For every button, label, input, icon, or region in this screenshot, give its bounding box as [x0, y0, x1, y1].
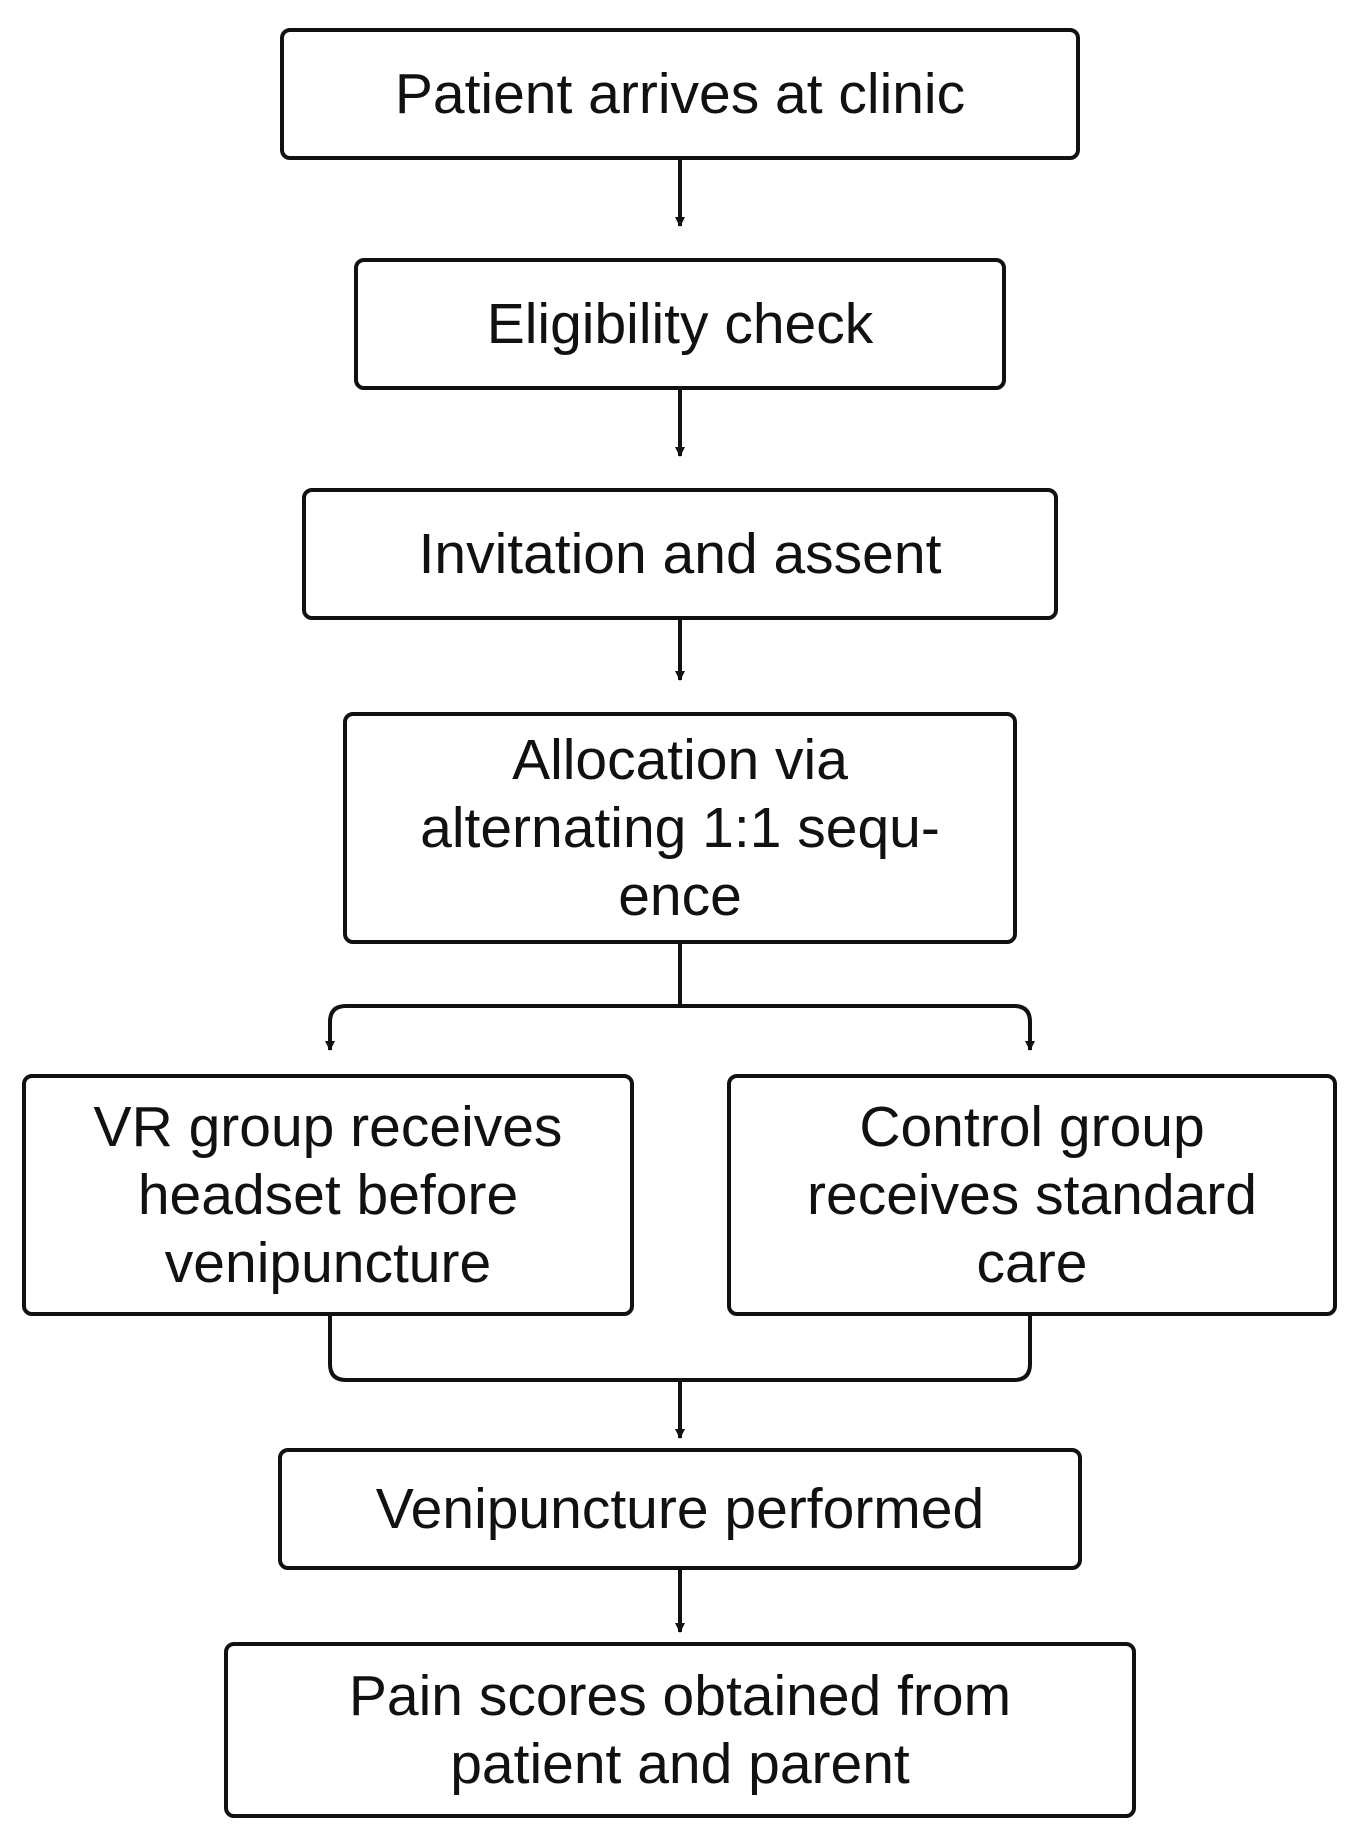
node-label-line: Venipuncture performed	[375, 1477, 985, 1541]
node-eligibility-check: Eligibility check	[354, 258, 1006, 390]
node-label-line: VR group receives	[93, 1095, 563, 1159]
node-allocation: Allocation via alternating 1:1 sequ- enc…	[343, 712, 1017, 944]
connector-split-to-control	[680, 1004, 1035, 1051]
node-control-group: Control group receives standard care	[727, 1074, 1337, 1316]
node-label-line: ence	[618, 864, 742, 928]
node-label-line: Pain scores obtained from	[348, 1664, 1012, 1728]
connector-merge	[328, 1316, 1032, 1382]
node-label-line: Patient arrives at clinic	[394, 62, 966, 126]
node-label-line: venipuncture	[164, 1231, 492, 1295]
node-patient-arrives: Patient arrives at clinic	[280, 28, 1080, 160]
node-invitation-assent: Invitation and assent	[302, 488, 1058, 620]
node-venipuncture-performed: Venipuncture performed	[278, 1448, 1082, 1570]
node-label-line: Allocation via	[512, 728, 848, 792]
node-label-line: Control group	[859, 1095, 1205, 1159]
node-pain-scores: Pain scores obtained from patient and pa…	[224, 1642, 1136, 1818]
node-label-line: patient and parent	[450, 1732, 910, 1796]
node-label-line: receives standard	[807, 1163, 1257, 1227]
node-label-line: Invitation and assent	[418, 522, 942, 586]
node-vr-group: VR group receives headset before venipun…	[22, 1074, 634, 1316]
node-label-line: alternating 1:1 sequ-	[420, 796, 940, 860]
node-label-line: Eligibility check	[486, 292, 874, 356]
connector-split-to-vr	[325, 1004, 680, 1051]
node-label-line: headset before	[137, 1163, 519, 1227]
node-label-line: care	[976, 1231, 1088, 1295]
